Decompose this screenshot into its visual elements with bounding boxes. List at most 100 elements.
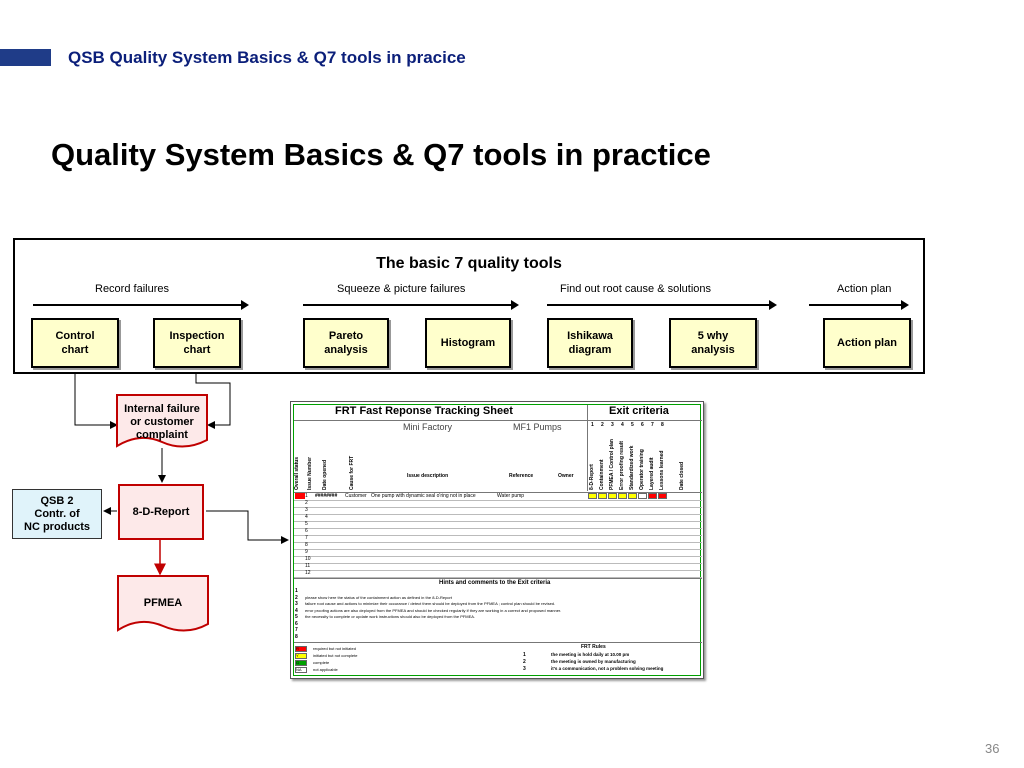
stage-arrow-root-cause bbox=[547, 300, 777, 310]
hint-number: 4 bbox=[295, 607, 298, 614]
row-number: 3 bbox=[305, 507, 308, 513]
header-accent-bar bbox=[0, 49, 51, 66]
row1-date: ######## bbox=[315, 493, 338, 499]
hint-text: the necessity to complete or update work… bbox=[305, 614, 476, 619]
sheet-title: FRT Fast Reponse Tracking Sheet bbox=[335, 405, 513, 417]
frt-tracking-sheet: FRT Fast Reponse Tracking Sheet Exit cri… bbox=[290, 401, 704, 679]
pfmea-box: PFMEA bbox=[143, 596, 183, 609]
stage-arrow-action bbox=[809, 300, 909, 310]
exit-status-cell bbox=[638, 493, 647, 499]
tool-pareto-analysis: Pareto analysis bbox=[303, 318, 389, 368]
exit-status-cell bbox=[598, 493, 607, 499]
row-number: 2 bbox=[305, 500, 308, 506]
stage-arrow-squeeze bbox=[303, 300, 519, 310]
tools-heading: The basic 7 quality tools bbox=[376, 255, 562, 272]
legend-code: R bbox=[296, 646, 299, 651]
rule-text: the meeting is owned by manufacturing bbox=[551, 659, 636, 664]
tool-5-why-analysis: 5 why analysis bbox=[669, 318, 757, 368]
legend-text: initiated but not complete bbox=[313, 653, 358, 658]
hint-number: 8 bbox=[295, 633, 298, 640]
slide-title: Quality System Basics & Q7 tools in prac… bbox=[51, 137, 711, 172]
pfmea-shape bbox=[117, 575, 209, 632]
tool-histogram: Histogram bbox=[425, 318, 511, 368]
legend-swatch bbox=[295, 667, 307, 673]
internal-failure-box: Internal failure or customer complaint bbox=[124, 402, 200, 441]
grid-line bbox=[294, 549, 702, 550]
hints-title: Hints and comments to the Exit criteria bbox=[439, 580, 551, 586]
hint-text: error proofing actions are also deployed… bbox=[305, 607, 562, 613]
connector-inspection-chart bbox=[195, 373, 231, 429]
exit-number: 4 bbox=[621, 422, 624, 428]
exit-number: 7 bbox=[651, 422, 654, 428]
rule-text: the meeting is hold daily at 10.00 pm bbox=[551, 652, 630, 657]
page-number: 36 bbox=[985, 741, 1000, 756]
exit-header: Standardized work bbox=[629, 445, 635, 490]
hint-text: failure root cause and actions to minimi… bbox=[305, 601, 556, 606]
grid-line bbox=[294, 642, 702, 643]
rule-number: 1 bbox=[523, 652, 526, 658]
connector-control-chart bbox=[74, 373, 118, 429]
row-number: 5 bbox=[305, 521, 308, 527]
eight-d-report-box: 8-D-Report bbox=[118, 484, 204, 540]
row-number: 7 bbox=[305, 535, 308, 541]
connector-to-sheet bbox=[206, 510, 289, 544]
exit-header: Lessons learned bbox=[659, 450, 665, 490]
exit-status-cell bbox=[618, 493, 627, 499]
exit-header: Date closed bbox=[679, 461, 685, 490]
hint-text: please show here the status of the conta… bbox=[305, 594, 452, 600]
grid-line bbox=[294, 563, 702, 564]
internal-failure-shape bbox=[116, 394, 208, 448]
legend-swatch bbox=[295, 653, 307, 659]
legend-code: G bbox=[296, 660, 300, 665]
grid-line bbox=[587, 405, 588, 491]
row1-description: One pump with dynamic seal o'ring not in… bbox=[371, 493, 476, 499]
legend-code: NA bbox=[296, 667, 302, 672]
grid-line bbox=[294, 420, 702, 421]
grid-line bbox=[294, 521, 702, 522]
grid-line bbox=[294, 500, 702, 501]
grid-line bbox=[294, 514, 702, 515]
grid-line bbox=[294, 577, 702, 578]
col-reference: Reference bbox=[509, 473, 534, 479]
hint-number: 6 bbox=[295, 620, 298, 627]
legend-text: complete bbox=[313, 660, 330, 665]
exit-number: 8 bbox=[661, 422, 664, 428]
grid-line bbox=[294, 570, 702, 571]
col-overall-status: Overall status bbox=[294, 456, 300, 490]
col-owner: Owner bbox=[558, 473, 574, 479]
grid-line bbox=[294, 535, 702, 536]
rule-number: 2 bbox=[523, 659, 526, 665]
row-number: 6 bbox=[305, 528, 308, 534]
header-title: QSB Quality System Basics & Q7 tools in … bbox=[68, 48, 466, 67]
col-date-opened: Date opened bbox=[322, 459, 328, 490]
exit-status-cell bbox=[648, 493, 657, 499]
exit-number: 5 bbox=[631, 422, 634, 428]
exit-number: 3 bbox=[611, 422, 614, 428]
exit-header: Error proofing result bbox=[619, 441, 625, 490]
legend-text: required but not initiated bbox=[313, 646, 356, 651]
exit-number: 1 bbox=[591, 422, 594, 428]
exit-number: 6 bbox=[641, 422, 644, 428]
exit-header: PFMEA / Control plan bbox=[609, 439, 615, 490]
legend-swatch bbox=[295, 660, 307, 666]
tool-control-chart: Control chart bbox=[31, 318, 119, 368]
quality-tools-panel: The basic 7 quality tools Record failure… bbox=[13, 238, 925, 374]
row-number: 9 bbox=[305, 549, 308, 555]
rule-number: 3 bbox=[523, 666, 526, 672]
grid-line bbox=[294, 556, 702, 557]
exit-header: Operator training bbox=[639, 449, 645, 490]
tool-ishikawa-diagram: Ishikawa diagram bbox=[547, 318, 633, 368]
stage-record-failures: Record failures bbox=[95, 283, 169, 295]
rule-text: it's a communication, not a problem solv… bbox=[551, 666, 664, 671]
exit-number: 2 bbox=[601, 422, 604, 428]
sheet-product: MF1 Pumps bbox=[513, 422, 562, 432]
stage-squeeze-failures: Squeeze & picture failures bbox=[337, 283, 466, 295]
exit-status-cell bbox=[588, 493, 597, 499]
stage-arrow-record bbox=[33, 300, 249, 310]
row-number: 11 bbox=[305, 563, 311, 569]
rules-title: FRT Rules bbox=[581, 644, 606, 650]
row-number: 10 bbox=[305, 556, 311, 562]
exit-status-cell bbox=[608, 493, 617, 499]
legend-swatch bbox=[295, 646, 307, 652]
